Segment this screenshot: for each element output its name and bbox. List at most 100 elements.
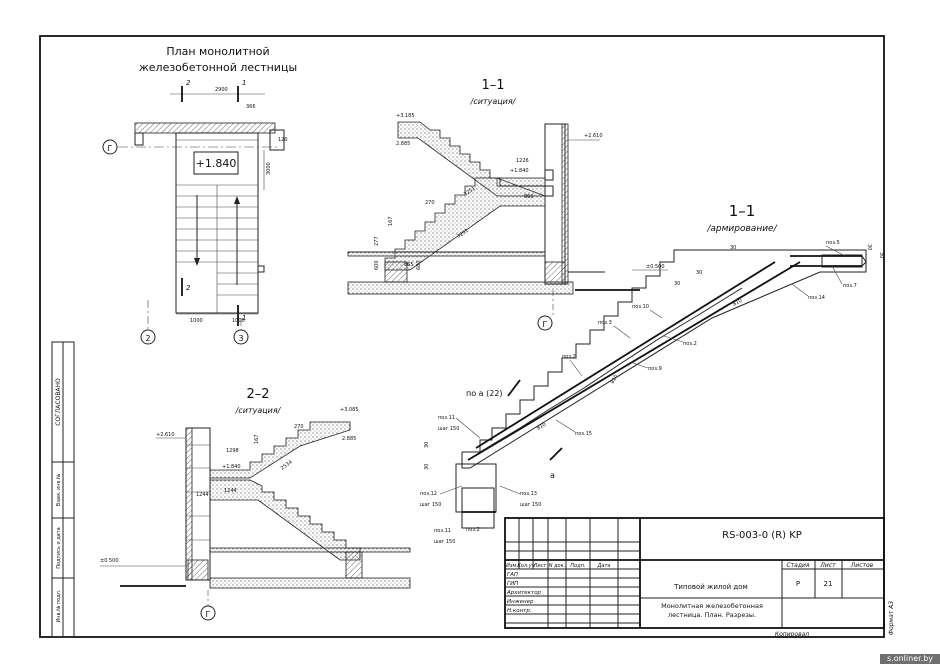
svg-text:Стадия: Стадия bbox=[786, 562, 809, 569]
svg-text:шаг 150: шаг 150 bbox=[434, 539, 455, 545]
svg-text:Взам. инв.№: Взам. инв.№ bbox=[56, 473, 62, 506]
svg-text:поз.2: поз.2 bbox=[683, 341, 697, 347]
svg-text:поз.11: поз.11 bbox=[438, 415, 455, 421]
svg-text:167: 167 bbox=[254, 434, 260, 444]
side-strip: СОГЛАСОВАНО Взам. инв.№ Подпись и дата И… bbox=[51, 341, 75, 638]
svg-text:Инв.№ подл.: Инв.№ подл. bbox=[56, 589, 62, 622]
svg-text:Листов: Листов bbox=[850, 562, 874, 569]
svg-text:Формат А3: Формат А3 bbox=[888, 601, 895, 635]
stair-plan: План монолитной железобетонной лестницы … bbox=[102, 45, 297, 345]
svg-text:±0.500: ±0.500 bbox=[646, 264, 665, 270]
svg-text:1244: 1244 bbox=[224, 488, 237, 494]
sec22-subtitle: /ситуация/ bbox=[235, 406, 282, 415]
axis-2: 2 bbox=[145, 334, 150, 343]
svg-text:поз.14: поз.14 bbox=[808, 295, 825, 301]
svg-text:шаг 150: шаг 150 bbox=[438, 426, 459, 432]
section-2-2: 2–2 /ситуация/ +2.610 +3.085 2.885 270 1… bbox=[100, 387, 411, 621]
svg-text:600: 600 bbox=[374, 260, 380, 270]
arm-title: 1–1 bbox=[729, 202, 756, 220]
svg-text:шаг 150: шаг 150 bbox=[520, 502, 541, 508]
svg-text:865: 865 bbox=[404, 262, 414, 268]
section-1-1-situation: 1–1 /ситуация/ +3.185 2.885 1226 +1.840 … bbox=[347, 78, 668, 331]
svg-text:1000: 1000 bbox=[190, 318, 203, 324]
svg-text:поз.5: поз.5 bbox=[826, 240, 840, 246]
title-block: Изм. Кол.уч Лист N док. Подп. Дата ГАП Г… bbox=[504, 517, 895, 638]
svg-text:30: 30 bbox=[866, 244, 872, 250]
agreed-label: СОГЛАСОВАНО bbox=[55, 378, 62, 426]
svg-text:Копировал: Копировал bbox=[775, 631, 809, 638]
svg-text:2: 2 bbox=[186, 284, 191, 292]
svg-text:поз.3: поз.3 bbox=[598, 320, 612, 326]
svg-text:2.885: 2.885 bbox=[396, 141, 410, 147]
level-mark bbox=[193, 151, 239, 175]
svg-text:167: 167 bbox=[388, 216, 394, 226]
svg-text:866: 866 bbox=[524, 194, 534, 200]
svg-text:поз.15: поз.15 bbox=[575, 431, 592, 437]
svg-text:Инженер: Инженер bbox=[507, 599, 534, 605]
svg-text:680: 680 bbox=[416, 260, 422, 270]
svg-text:Архитектор: Архитектор bbox=[506, 590, 542, 596]
svg-text:Дата: Дата bbox=[597, 563, 611, 569]
svg-text:поз.10: поз.10 bbox=[632, 304, 649, 310]
svg-text:поз.2: поз.2 bbox=[562, 354, 576, 360]
svg-text:810: 810 bbox=[610, 374, 620, 385]
svg-text:3000: 3000 bbox=[266, 162, 272, 175]
svg-text:2.885: 2.885 bbox=[342, 436, 356, 442]
sec11-title: 1–1 bbox=[481, 78, 504, 93]
svg-text:Подп.: Подп. bbox=[570, 563, 585, 569]
svg-text:30: 30 bbox=[730, 245, 736, 251]
svg-text:+3.085: +3.085 bbox=[340, 407, 359, 413]
svg-text:1000: 1000 bbox=[232, 318, 245, 324]
svg-text:277: 277 bbox=[374, 236, 380, 246]
watermark: s.onliner.by bbox=[880, 654, 940, 664]
section-1-1-reinforcement: 1–1 /армирование/ поз.5 поз.7 поз.14 поз… bbox=[420, 202, 884, 545]
svg-text:ГИП: ГИП bbox=[507, 581, 518, 587]
svg-text:поз.2: поз.2 bbox=[466, 527, 480, 533]
svg-text:2900: 2900 bbox=[215, 87, 228, 93]
svg-text:1298: 1298 bbox=[226, 448, 239, 454]
cut-label: по а (22) bbox=[466, 389, 503, 398]
svg-text:±0.500: ±0.500 bbox=[100, 558, 119, 564]
svg-text:30: 30 bbox=[674, 281, 680, 287]
svg-text:30: 30 bbox=[696, 270, 702, 276]
svg-text:810: 810 bbox=[732, 298, 743, 308]
sheet-title: Монолитная железобетонная лестница. План… bbox=[661, 602, 763, 619]
svg-text:а: а bbox=[550, 471, 555, 480]
svg-text:поз.13: поз.13 bbox=[520, 491, 537, 497]
drawing-code: RS-003-0 (R) KP bbox=[722, 530, 802, 541]
svg-text:30: 30 bbox=[424, 464, 430, 470]
cut-mark-1: 1 bbox=[242, 79, 246, 87]
svg-text:+1.840: +1.840 bbox=[222, 464, 241, 470]
svg-text:+3.185: +3.185 bbox=[396, 113, 415, 119]
svg-text:Лист: Лист bbox=[819, 562, 836, 569]
sec11-subtitle: /ситуация/ bbox=[470, 97, 517, 106]
svg-text:2534: 2534 bbox=[280, 459, 294, 471]
svg-text:поз.11: поз.11 bbox=[434, 528, 451, 534]
plan-level: +1.840 bbox=[196, 157, 237, 170]
svg-text:ГАП: ГАП bbox=[507, 572, 518, 578]
cut-mark-2: 2 bbox=[186, 79, 191, 87]
svg-text:Изм.: Изм. bbox=[506, 563, 518, 569]
sheet-value: 21 bbox=[824, 580, 833, 588]
svg-text:810: 810 bbox=[536, 422, 547, 432]
svg-text:270: 270 bbox=[425, 200, 435, 206]
svg-text:3251: 3251 bbox=[456, 228, 470, 240]
svg-text:+2.610: +2.610 bbox=[156, 432, 175, 438]
svg-text:120: 120 bbox=[278, 137, 288, 143]
svg-text:Кол.уч: Кол.уч bbox=[517, 563, 534, 569]
svg-text:3251: 3251 bbox=[463, 186, 477, 198]
svg-text:1: 1 bbox=[242, 314, 246, 322]
stage-value: Р bbox=[796, 580, 800, 588]
svg-text:Г: Г bbox=[206, 610, 211, 619]
svg-text:Н.контр.: Н.контр. bbox=[507, 608, 532, 614]
svg-text:1226: 1226 bbox=[516, 158, 529, 164]
sheet-border bbox=[39, 35, 885, 638]
plan-title-line2: железобетонной лестницы bbox=[139, 61, 297, 74]
svg-text:поз.7: поз.7 bbox=[843, 283, 857, 289]
svg-text:поз.12: поз.12 bbox=[420, 491, 437, 497]
svg-text:1244: 1244 bbox=[196, 492, 209, 498]
svg-text:Лист: Лист bbox=[533, 563, 548, 569]
svg-text:30: 30 bbox=[878, 252, 884, 258]
axis-g: Г bbox=[108, 144, 113, 153]
